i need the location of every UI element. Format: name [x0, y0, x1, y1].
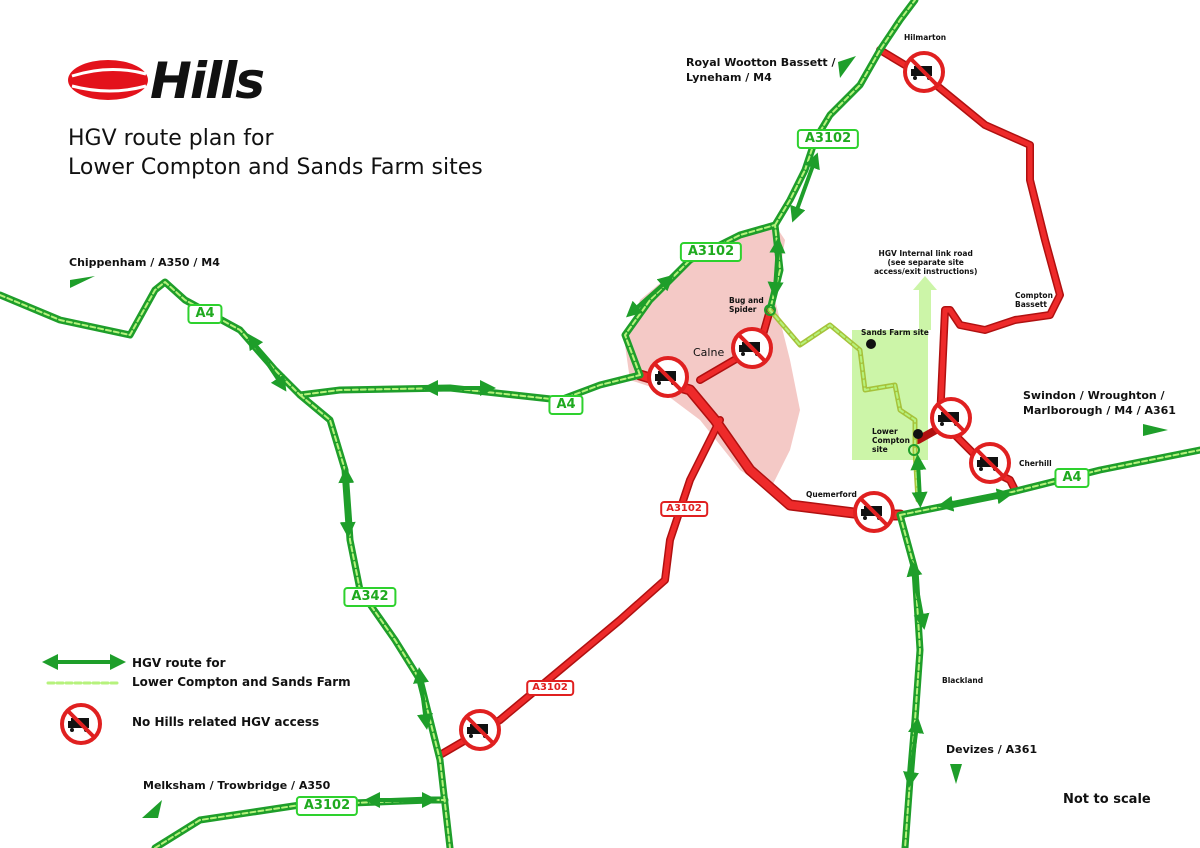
dest-swindon: Swindon / Wroughton / Marlborough / M4 / …: [1023, 388, 1176, 418]
dest-wootton-1: Royal Wootton Bassett /: [686, 56, 836, 69]
road-label-a4-east: A4: [1054, 468, 1090, 488]
lower-3: site: [872, 445, 888, 454]
dest-swindon-2: Marlborough / M4 / A361: [1023, 404, 1176, 417]
dest-chippenham: Chippenham / A350 / M4: [69, 256, 220, 269]
site-markers: [866, 339, 923, 439]
dest-wootton-2: Lyneham / M4: [686, 71, 772, 84]
legend-no-access: No Hills related HGV access: [132, 715, 320, 729]
hills-logo: Hills: [150, 52, 265, 110]
dest-swindon-1: Swindon / Wroughton /: [1023, 389, 1165, 402]
bug-1: Bug and: [729, 296, 764, 305]
place-cherhill: Cherhill: [1019, 459, 1052, 468]
title-line-2: Lower Compton and Sands Farm sites: [68, 155, 483, 180]
road-label-a3102-red-2: A3102: [526, 680, 574, 696]
link-1: HGV Internal link road: [878, 249, 973, 258]
place-sands-farm: Sands Farm site: [861, 328, 929, 337]
dest-devizes: Devizes / A361: [946, 743, 1038, 756]
internal-link-note: HGV Internal link road(see separate site…: [874, 249, 977, 276]
compton-1: Compton: [1015, 291, 1053, 300]
road-label-a4-west: A4: [187, 304, 223, 324]
place-blackland: Blackland: [942, 676, 984, 685]
internal-link-arrow: [913, 276, 937, 330]
dest-melksham: Melksham / Trowbridge / A350: [143, 779, 331, 792]
road-label-a3102-south: A3102: [295, 796, 359, 816]
route-arrows: [42, 152, 1013, 808]
compton-2: Bassett: [1015, 300, 1047, 309]
bug-2: Spider: [729, 305, 757, 314]
road-label-a3102-north: A3102: [796, 129, 860, 149]
logo-swoosh-icon: [68, 60, 148, 100]
dest-wootton: Royal Wootton Bassett / Lyneham / M4: [686, 55, 836, 85]
direction-pointers: [70, 56, 1168, 818]
road-label-a3102-red-1: A3102: [660, 501, 708, 517]
place-calne: Calne: [693, 346, 725, 359]
road-label-a342: A342: [343, 587, 397, 607]
legend-route-2: Lower Compton and Sands Farm: [132, 675, 351, 689]
place-quemerford: Quemerford: [806, 490, 857, 499]
link-3: access/exit instructions): [874, 267, 978, 276]
lower-1: Lower: [872, 427, 898, 436]
place-hilmarton: Hilmarton: [904, 33, 947, 42]
road-label-a3102-calne: A3102: [679, 242, 743, 262]
not-to-scale-note: Not to scale: [1063, 792, 1151, 807]
link-2: (see separate site: [887, 258, 964, 267]
lower-2: Compton: [872, 436, 910, 445]
road-label-a4-mid: A4: [548, 395, 584, 415]
legend-route-1: HGV route for: [132, 656, 226, 670]
title-line-1: HGV route plan for: [68, 126, 274, 151]
